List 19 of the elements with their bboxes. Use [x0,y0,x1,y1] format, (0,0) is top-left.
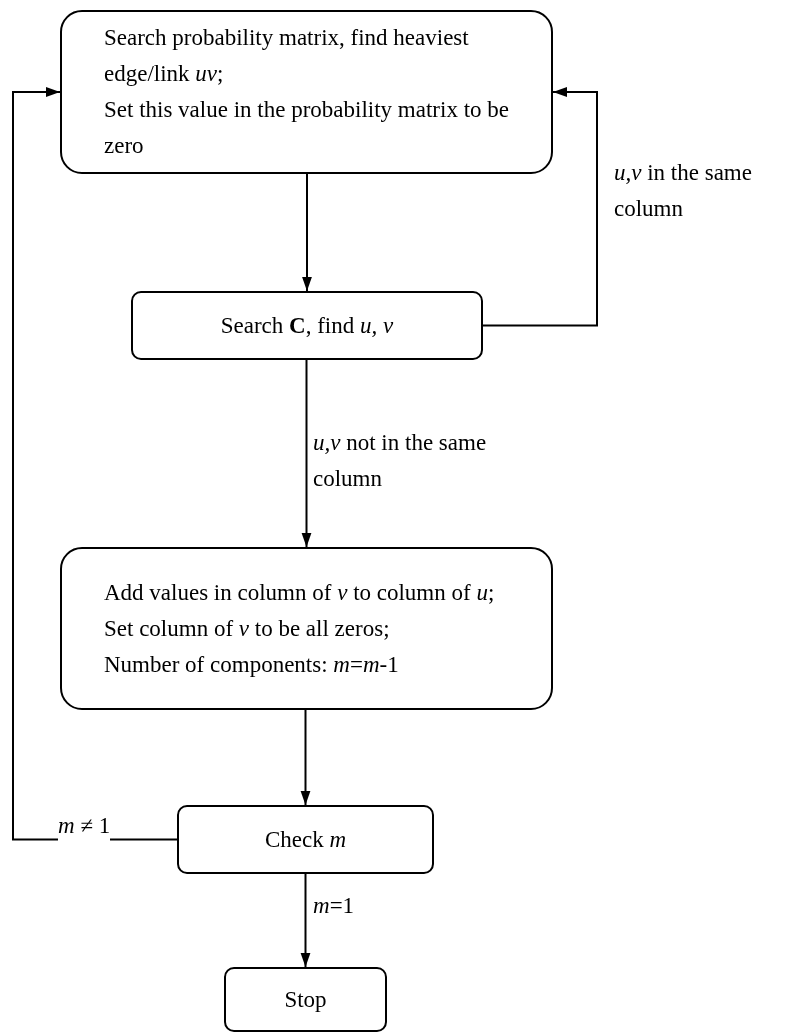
process-box [224,967,387,1032]
process-box [60,547,553,710]
node-text: Set this value in the probability matrix to be zero [104,96,510,160]
node-text: Add values in column of v to column of u; [104,578,496,607]
arrow [12,87,178,841]
node-text: Search probability matrix, find heaviest edge/link uv; [104,24,470,88]
node-text: Stop [284,985,327,1014]
process-box [131,291,483,360]
arrow [482,87,598,327]
process-box [177,805,434,874]
node-text: Check m [264,825,347,854]
node-text: Set column of v to be all zeros; [104,614,391,643]
node-text: Number of components: m=m-1 [104,650,400,679]
node-text: Search C, find u, v [220,311,394,340]
arrow [301,359,312,548]
arrow [300,709,311,806]
process-box [60,10,553,174]
arrow [302,173,312,292]
arrow [300,873,311,968]
